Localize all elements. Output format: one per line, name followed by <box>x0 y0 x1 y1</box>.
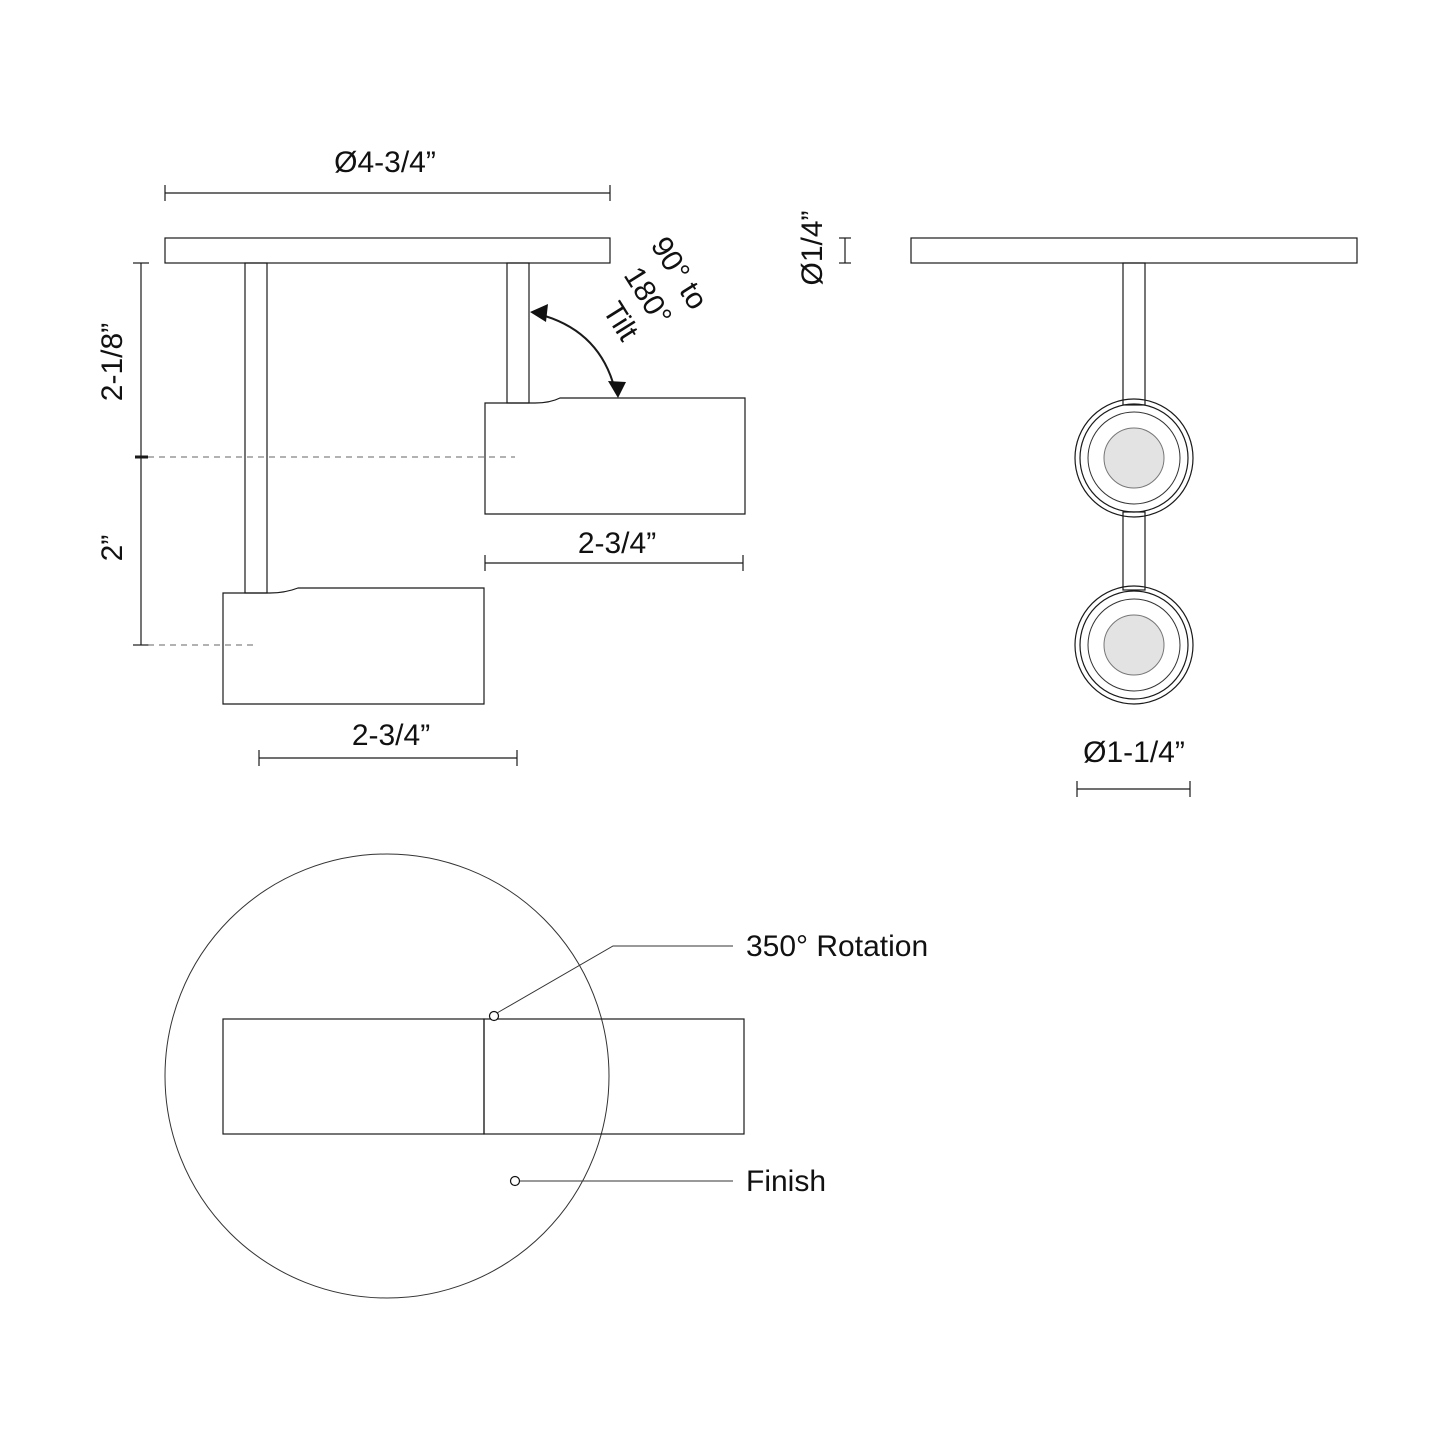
lower-stem <box>244 262 268 594</box>
lower-lens-icon <box>1103 614 1165 676</box>
canopy-plate <box>164 237 611 264</box>
finish-label: Finish <box>746 1165 826 1198</box>
tilt-arrow-start-icon <box>530 304 548 322</box>
finish-callout: Finish <box>509 1165 826 1198</box>
rotation-label: 350° Rotation <box>746 930 928 963</box>
upper-head-face <box>1074 398 1194 518</box>
head-diameter-label: Ø1-1/4” <box>1083 736 1185 769</box>
lower-head-length-dimension: 2-3/4” <box>258 719 518 766</box>
upper-head-length-label: 2-3/4” <box>578 527 656 560</box>
front-upper-stem <box>1122 262 1146 406</box>
lower-drop-label: 2” <box>96 535 129 562</box>
canopy-width-dimension: Ø4-3/4” <box>164 146 611 201</box>
side-view: Ø4-3/4” 2-1/8” 2” 2-3/4” <box>96 146 746 766</box>
rotation-callout: 350° Rotation <box>488 930 928 1022</box>
upper-lens-icon <box>1103 427 1165 489</box>
canopy-width-label: Ø4-3/4” <box>334 146 436 179</box>
tilt-arrow-end-icon <box>608 381 626 398</box>
vertical-dimensions: 2-1/8” 2” <box>96 262 515 646</box>
upper-head-length-dimension: 2-3/4” <box>484 527 744 571</box>
canopy-circle <box>164 853 610 1299</box>
upper-drop-label: 2-1/8” <box>96 323 129 401</box>
canopy-thickness-label: Ø1/4” <box>796 210 829 285</box>
front-lower-stem <box>1122 511 1146 591</box>
lower-head-face <box>1074 585 1194 705</box>
top-view: 350° Rotation Finish <box>164 853 928 1299</box>
front-view: Ø1/4” Ø1-1/4” <box>796 210 1358 797</box>
top-lower-head <box>222 1018 485 1135</box>
upper-head <box>484 397 746 515</box>
front-canopy-plate <box>910 237 1358 264</box>
lower-head <box>222 587 485 705</box>
top-upper-head <box>483 1018 745 1135</box>
head-diameter-dimension: Ø1-1/4” <box>1076 736 1191 797</box>
lower-head-length-label: 2-3/4” <box>352 719 430 752</box>
tilt-indicator: 90° to 180° Tilt <box>530 231 714 398</box>
upper-stem <box>506 262 530 404</box>
canopy-thickness-dimension: Ø1/4” <box>796 210 851 286</box>
